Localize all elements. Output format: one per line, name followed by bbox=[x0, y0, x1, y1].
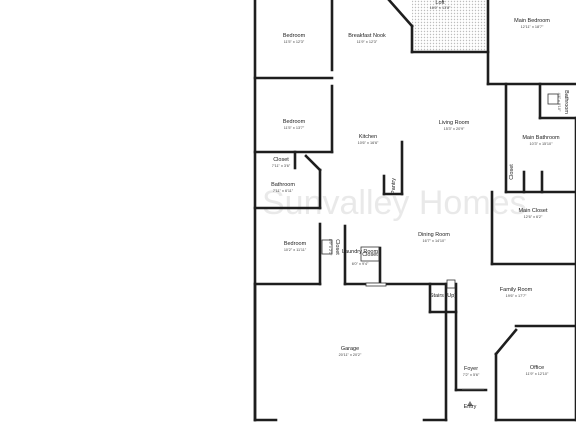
room-dims: 11'5" x 13'7" bbox=[284, 126, 305, 130]
entry-arrow-icon bbox=[467, 401, 473, 406]
room-dims: 12'6" x 6'2" bbox=[524, 215, 543, 219]
room-name: Breakfast Nook bbox=[348, 33, 386, 39]
room-dims: 11'9" x 12'3" bbox=[357, 40, 378, 44]
wall bbox=[494, 328, 518, 356]
room-name: Main Bedroom bbox=[514, 18, 550, 24]
room-name: Entry bbox=[464, 404, 477, 410]
room-dims: 19'6" x 17'7" bbox=[506, 294, 527, 298]
bath-fixture bbox=[547, 93, 559, 105]
room-name: Bathroom bbox=[271, 182, 295, 188]
room-name: Family Room bbox=[500, 287, 533, 293]
room-dims: 11'5" x 12'3" bbox=[284, 40, 305, 44]
room-name: Loft bbox=[435, 0, 445, 6]
room-name: Garage bbox=[341, 346, 359, 352]
room-labels: Loft 16'6" x 13'8" Bedroom 11'5" x 12'3"… bbox=[271, 0, 569, 410]
room-name: Office bbox=[530, 365, 544, 371]
room-name: Living Room bbox=[439, 120, 470, 126]
closet-laundry-box bbox=[360, 246, 380, 262]
room-name: Closet bbox=[362, 252, 378, 258]
room-name: Bedroom bbox=[283, 119, 306, 125]
room-name: Stairs (Up) bbox=[430, 293, 456, 299]
room-name: Bedroom bbox=[283, 33, 306, 39]
room-name: Closet bbox=[509, 164, 515, 180]
walls bbox=[253, 0, 576, 422]
room-dims: 10'6" x 16'6" bbox=[358, 141, 379, 145]
room-name: Main Closet bbox=[518, 208, 548, 214]
room-name: Closet bbox=[273, 157, 289, 163]
room-dims: 5'9" x 2'1" bbox=[328, 239, 332, 256]
wall bbox=[304, 154, 322, 172]
room-dims: 7'11" x 3'6" bbox=[272, 164, 291, 168]
room-dims: 10'3" x 15'10" bbox=[530, 142, 554, 146]
room-dims: 7'11" x 6'11" bbox=[273, 189, 294, 193]
room-dims: 20'11" x 20'2" bbox=[339, 353, 362, 357]
room-dims: 16'7" x 14'10" bbox=[423, 239, 447, 243]
column bbox=[446, 279, 456, 289]
loft-floor-hatch bbox=[412, 0, 488, 52]
room-dims: 10'2" x 11'11" bbox=[284, 248, 307, 252]
room-name: Main Bathroom bbox=[522, 135, 560, 141]
room-name: Bathroom bbox=[563, 90, 569, 114]
room-name: Bedroom bbox=[284, 241, 307, 247]
room-name: Dining Room bbox=[418, 232, 450, 238]
watermark-text: Sunvalley Homes bbox=[262, 184, 527, 222]
laundry-door-opening bbox=[365, 282, 387, 287]
room-name: Kitchen bbox=[359, 134, 377, 140]
room-dims: 11'9" x 12'10" bbox=[526, 372, 549, 376]
room-dims: 6'0" x 9'4" bbox=[352, 262, 369, 266]
room-name: Foyer bbox=[464, 366, 478, 372]
fixtures bbox=[321, 93, 559, 406]
room-name: Closet bbox=[334, 239, 340, 255]
room-dims: 16'6" x 13'8" bbox=[430, 6, 451, 10]
wall bbox=[387, 0, 414, 28]
room-dims: 4'4" x 8'10" bbox=[557, 93, 561, 112]
room-name: Pantry bbox=[391, 178, 397, 194]
watermark: Sunvalley Homes bbox=[262, 184, 527, 222]
room-dims: 12'11" x 18'7" bbox=[521, 25, 544, 29]
room-name: Laundry Room bbox=[342, 249, 378, 255]
room-dims: 7'2" x 5'6" bbox=[463, 373, 480, 377]
room-dims: 15'3" x 20'9" bbox=[444, 127, 465, 131]
closet-hall-box bbox=[321, 239, 333, 255]
